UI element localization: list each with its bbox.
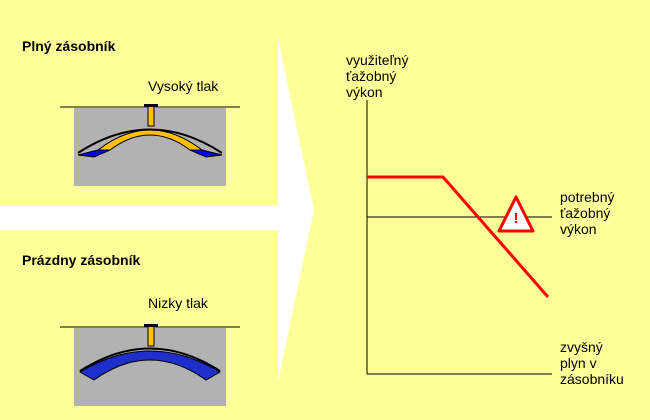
y-axis-label-line-3: výkon	[346, 84, 383, 100]
low-pressure-label: Nizky tlak	[148, 295, 208, 311]
required-output-line-2: ťažobný	[560, 205, 611, 221]
x-axis-label-line-3: zásobníku	[560, 371, 624, 387]
warning-symbol: !	[513, 210, 519, 227]
x-axis-label-line-2: plyn v	[560, 355, 597, 371]
empty-reservoir-diagram	[60, 324, 240, 406]
required-output-line-3: výkon	[560, 221, 597, 237]
y-axis-label-line-2: ťažobný	[346, 68, 397, 84]
full-reservoir-diagram	[60, 104, 240, 186]
empty-reservoir-title: Prázdny zásobník	[22, 252, 141, 268]
warning-triangle-icon	[497, 195, 535, 233]
required-output-label: potrebný ťažobný výkon	[560, 189, 650, 237]
full-reservoir-title: Plný zásobník	[22, 38, 116, 54]
y-axis-label-line-1: využiteľný	[346, 52, 409, 68]
high-pressure-label: Vysoký tlak	[148, 78, 219, 94]
x-axis-label: zvyšný plyn v zásobníku	[560, 339, 650, 387]
x-axis-label-line-1: zvyšný	[560, 339, 603, 355]
y-axis-label: využiteľný ťažobný výkon	[346, 52, 456, 100]
available-output-curve	[367, 175, 550, 298]
required-output-line-1: potrebný	[560, 189, 615, 205]
